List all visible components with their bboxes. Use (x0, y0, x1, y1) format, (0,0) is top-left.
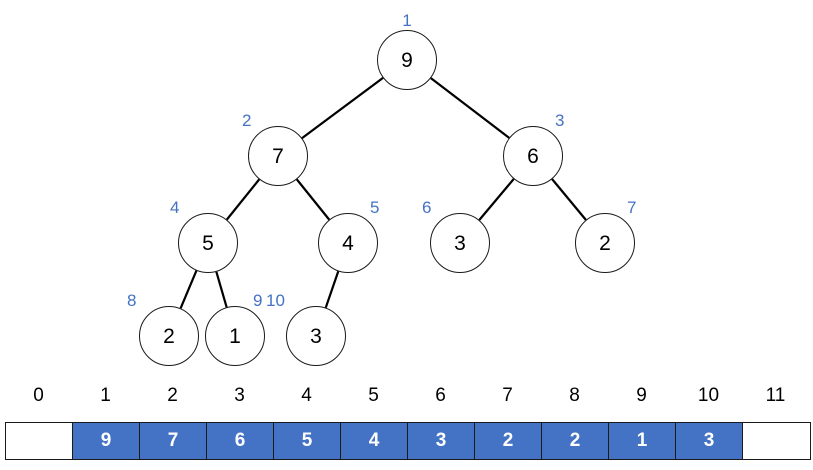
tree-edge-4-8 (179, 270, 198, 309)
array-index-label-4: 4 (301, 385, 312, 406)
array-cell-5: 4 (341, 423, 408, 459)
tree-node-5: 4 (318, 213, 378, 273)
array-cell-0 (6, 423, 73, 459)
array-index-label-7: 7 (502, 385, 513, 406)
tree-node-index-label-5: 5 (370, 198, 380, 217)
tree-node-9: 1 (205, 306, 265, 366)
array-index-label-5: 5 (368, 385, 379, 406)
array-index-label-1: 1 (100, 385, 111, 406)
tree-node-index-label-10: 10 (266, 291, 285, 310)
tree-edge-1-3 (430, 77, 510, 139)
tree-node-4: 5 (178, 213, 238, 273)
tree-node-value: 3 (454, 231, 466, 255)
tree-node-2: 7 (248, 126, 308, 186)
tree-node-10: 3 (286, 306, 346, 366)
tree-node-value: 2 (163, 324, 175, 348)
array-cell-11 (743, 423, 810, 459)
tree-edge-3-6 (478, 178, 515, 221)
array-cell-9: 1 (609, 423, 676, 459)
array-index-label-0: 0 (33, 385, 44, 406)
array-cell-6: 3 (408, 423, 475, 459)
array-cell-2: 7 (140, 423, 207, 459)
tree-edge-2-4 (225, 178, 261, 221)
tree-node-value: 2 (599, 231, 611, 255)
array-cell-3: 6 (207, 423, 274, 459)
tree-edges (179, 77, 587, 309)
tree-node-7: 2 (575, 213, 635, 273)
array-index-label-6: 6 (435, 385, 446, 406)
tree-node-index-label-1: 1 (402, 11, 412, 30)
tree-node-value: 6 (527, 144, 539, 168)
tree-node-6: 3 (430, 213, 490, 273)
array-cell-10: 3 (676, 423, 743, 459)
array-index-label-10: 10 (697, 385, 720, 406)
array-cell-4: 5 (274, 423, 341, 459)
tree-edge-4-9 (215, 271, 228, 308)
tree-node-index-label-2: 2 (242, 111, 252, 130)
tree-node-index-label-9: 9 (253, 291, 263, 310)
tree-node-value: 1 (229, 324, 241, 348)
array-index-label-3: 3 (234, 385, 245, 406)
tree-node-value: 4 (342, 231, 354, 255)
array-cell-7: 2 (475, 423, 542, 459)
array-cell-8: 2 (542, 423, 609, 459)
tree-node-index-label-4: 4 (170, 198, 180, 217)
tree-edge-3-7 (551, 178, 587, 221)
tree-node-value: 9 (401, 48, 413, 72)
tree-node-index-label-3: 3 (555, 111, 565, 130)
array-index-label-2: 2 (167, 385, 178, 406)
tree-node-8: 2 (139, 306, 199, 366)
array-index-label-8: 8 (569, 385, 580, 406)
tree-node-index-label-6: 6 (422, 198, 432, 217)
array-index-label-11: 11 (765, 385, 786, 406)
tree-edge-2-5 (295, 178, 331, 221)
tree-node-value: 7 (272, 144, 284, 168)
tree-node-3: 6 (503, 126, 563, 186)
tree-node-value: 3 (310, 324, 322, 348)
tree-node-value: 5 (202, 231, 214, 255)
tree-node-index-label-8: 8 (127, 291, 137, 310)
tree-edge-5-10 (324, 271, 340, 308)
tree-node-index-label-7: 7 (627, 198, 637, 217)
tree-edge-1-2 (301, 77, 384, 139)
array-index-label-9: 9 (636, 385, 647, 406)
tree-node-1: 9 (377, 30, 437, 90)
array-cell-1: 9 (73, 423, 140, 459)
